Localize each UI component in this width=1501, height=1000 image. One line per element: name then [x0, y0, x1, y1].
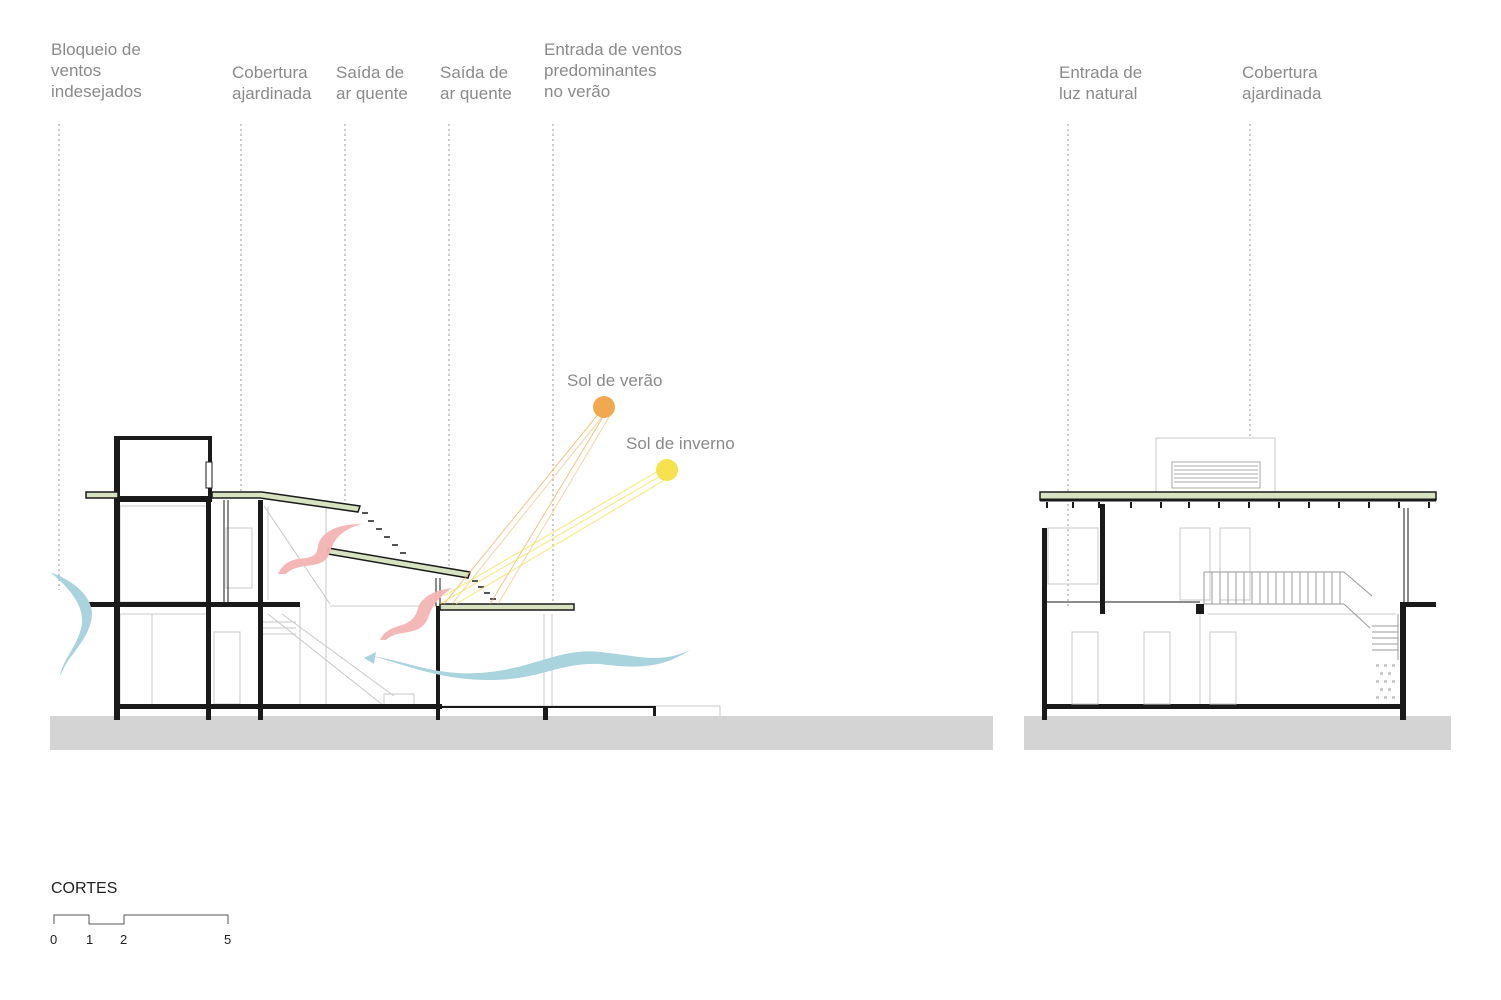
guide-lines: [58, 124, 1251, 606]
label-bloqueio-ventos: Bloqueio de ventos indesejados: [51, 40, 142, 101]
scale-bar: [53, 914, 229, 925]
label-entrada-luz-natural: Entrada de luz natural: [1059, 63, 1143, 103]
winter-sun-icon: [656, 459, 678, 481]
scale-tick-2: 2: [120, 932, 128, 947]
label-sol-de-verao: Sol de verão: [567, 371, 663, 390]
summer-sun-icon: [593, 396, 615, 418]
label-cobertura-ajardinada-right: Cobertura ajardinada: [1242, 63, 1322, 103]
label-entrada-ventos: Entrada de ventos predominantes no verão: [544, 40, 682, 101]
label-sol-de-inverno: Sol de inverno: [626, 434, 735, 453]
left-section: [50, 396, 721, 720]
label-saida-ar-quente-2: Saída de ar quente: [440, 63, 512, 103]
ground-right: [1024, 716, 1451, 750]
scale-tick-0: 0: [50, 932, 58, 947]
drawing-title: CORTES: [51, 880, 118, 897]
label-saida-ar-quente-1: Saída de ar quente: [336, 63, 408, 103]
scale-tick-5: 5: [224, 932, 232, 947]
label-cobertura-ajardinada-left: Cobertura ajardinada: [232, 63, 312, 103]
scale-tick-1: 1: [86, 932, 94, 947]
right-section: [1039, 437, 1437, 720]
ground-left: [50, 716, 993, 750]
